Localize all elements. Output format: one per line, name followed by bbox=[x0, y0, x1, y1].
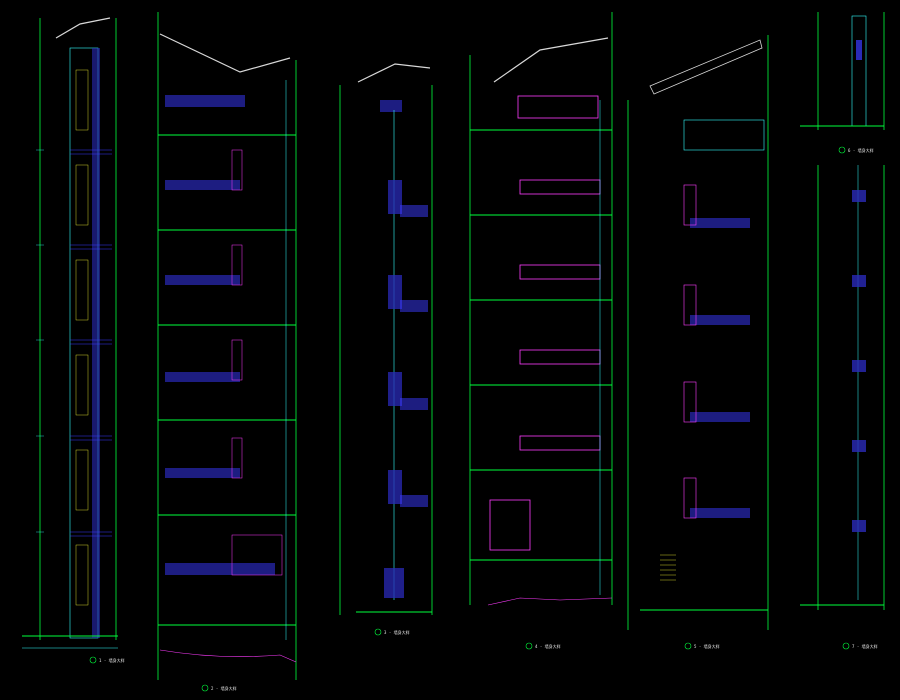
wall-section-3 bbox=[339, 63, 433, 636]
section-title: 4 - 墙身大样 bbox=[535, 643, 561, 649]
section-title: 6 - 墙身大样 bbox=[848, 147, 874, 153]
section-title: 7 - 墙身大样 bbox=[852, 643, 878, 649]
wall-section-1 bbox=[22, 17, 118, 664]
wall-section-2 bbox=[157, 12, 297, 692]
section-title: 5 - 墙身大样 bbox=[694, 643, 720, 649]
section-title: 3 - 墙身大样 bbox=[384, 629, 410, 635]
section-title: 2 - 墙身大样 bbox=[211, 685, 237, 691]
wall-section-6 bbox=[800, 12, 885, 154]
wall-section-4 bbox=[469, 12, 613, 650]
wall-section-7 bbox=[800, 165, 885, 650]
section-title: 1 - 墙身大样 bbox=[99, 657, 125, 663]
wall-section-5 bbox=[627, 35, 769, 650]
